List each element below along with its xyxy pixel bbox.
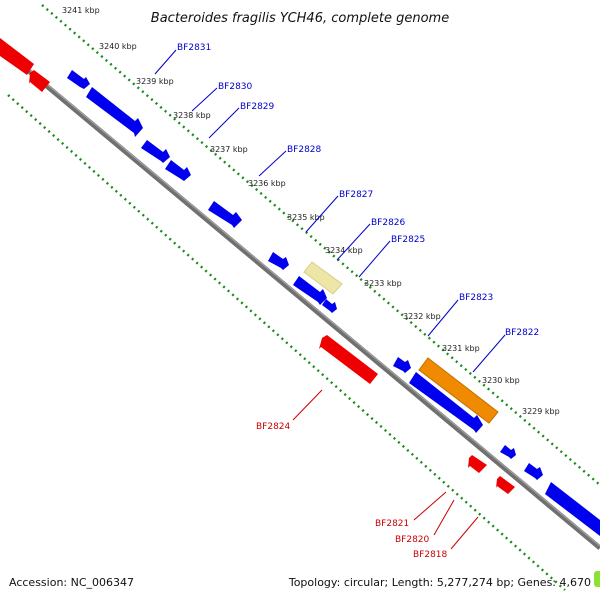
forward-genes xyxy=(67,70,600,536)
gene-forward[interactable] xyxy=(545,482,600,536)
gene-label[interactable]: BF2822 xyxy=(505,328,539,338)
reverse-label-leaders xyxy=(292,389,479,550)
gene-label[interactable]: BF2827 xyxy=(339,190,373,200)
highlight-region-yellow[interactable] xyxy=(303,261,343,295)
kbp-ticks: 3241 kbp 3240 kbp 3239 kbp 3238 kbp 3237… xyxy=(62,6,560,416)
kbp-label: 3241 kbp xyxy=(62,6,100,15)
kbp-label: 3233 kbp xyxy=(364,279,402,288)
kbp-label: 3240 kbp xyxy=(99,42,137,51)
accession-text: Accession: NC_006347 xyxy=(9,576,134,589)
kbp-label: 3229 kbp xyxy=(522,407,560,416)
gene-forward[interactable] xyxy=(208,201,242,228)
kbp-label: 3236 kbp xyxy=(248,179,286,188)
gene-forward[interactable] xyxy=(293,276,327,305)
gene-reverse[interactable] xyxy=(468,455,487,473)
kbp-label: 3238 kbp xyxy=(173,111,211,120)
gene-label[interactable]: BF2826 xyxy=(371,218,406,228)
genome-summary-text: Topology: circular; Length: 5,277,274 bp… xyxy=(288,576,591,589)
page-title: Bacteroides fragilis YCH46, complete gen… xyxy=(151,11,449,26)
gene-forward[interactable] xyxy=(268,252,289,270)
scale-line-bottom xyxy=(7,94,566,591)
gene-label[interactable]: BF2824 xyxy=(256,422,291,432)
gene-forward[interactable] xyxy=(393,357,411,373)
genome-backbone-highlight xyxy=(0,44,600,547)
gene-forward[interactable] xyxy=(165,160,191,181)
gene-label[interactable]: BF2820 xyxy=(395,535,430,545)
gene-label[interactable]: BF2829 xyxy=(240,102,275,112)
gene-forward[interactable] xyxy=(86,87,143,137)
gene-label[interactable]: BF2831 xyxy=(177,43,211,53)
kbp-label: 3235 kbp xyxy=(287,213,325,222)
reverse-gene-labels: BF2824 BF2821 BF2820 BF2818 xyxy=(256,422,448,560)
gene-label[interactable]: BF2828 xyxy=(287,145,322,155)
kbp-label: 3232 kbp xyxy=(403,312,441,321)
gene-label[interactable]: BF2821 xyxy=(375,519,409,529)
gene-reverse[interactable] xyxy=(29,70,50,92)
gene-forward[interactable] xyxy=(500,445,516,459)
scale-line-top xyxy=(41,4,600,486)
genome-backbone xyxy=(0,45,600,550)
kbp-label: 3237 kbp xyxy=(210,145,248,154)
gene-forward[interactable] xyxy=(141,140,170,163)
gene-forward[interactable] xyxy=(524,463,543,480)
gene-forward[interactable] xyxy=(67,70,90,89)
forward-label-leaders xyxy=(154,49,506,373)
gene-reverse[interactable] xyxy=(0,38,34,75)
kbp-label: 3230 kbp xyxy=(482,376,520,385)
kbp-label: 3234 kbp xyxy=(325,246,363,255)
gene-label[interactable]: BF2823 xyxy=(459,293,493,303)
gene-forward[interactable] xyxy=(322,299,337,313)
kbp-label: 3239 kbp xyxy=(136,77,174,86)
gene-forward[interactable] xyxy=(409,372,483,433)
gene-label[interactable]: BF2818 xyxy=(413,550,448,560)
forward-gene-labels: BF2831 BF2830 BF2829 BF2828 BF2827 BF282… xyxy=(177,43,539,338)
gene-label[interactable]: BF2825 xyxy=(391,235,425,245)
gene-reverse[interactable] xyxy=(496,476,515,494)
highlight-region-orange[interactable] xyxy=(418,357,499,424)
gene-reverse[interactable] xyxy=(319,335,378,384)
gene-label[interactable]: BF2830 xyxy=(218,82,253,92)
reverse-genes xyxy=(0,38,515,494)
kbp-label: 3231 kbp xyxy=(442,344,480,353)
edge-marker xyxy=(594,571,600,587)
